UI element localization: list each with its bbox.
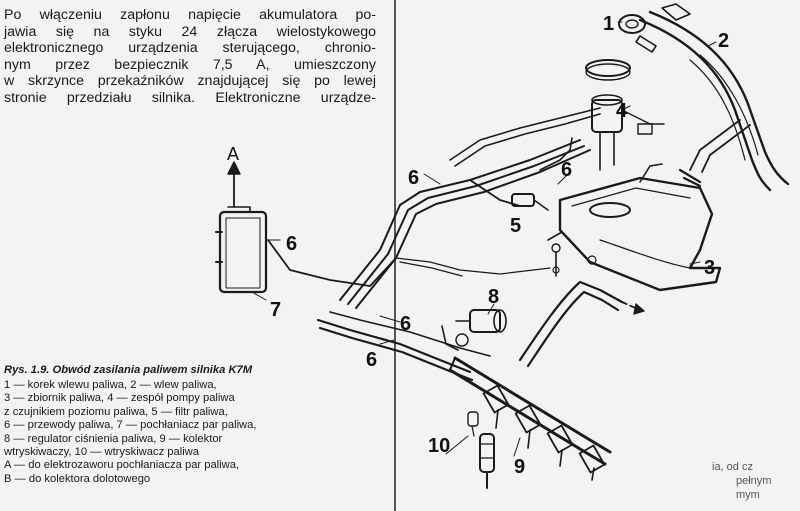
injector-rail-drawing [448,356,612,481]
pressure-regulator-drawing [441,309,507,351]
filler-neck-drawing [638,3,790,192]
intro-line: nym przez bezpiecznik 7,5 A, umieszczony [4,56,376,73]
callout-4: 4 [616,100,628,122]
intro-line: stronie przedziału silnika. Elektroniczn… [4,89,376,106]
fuel-cap-drawing [618,14,657,53]
callout-6-pump-line: 6 [561,159,572,181]
injector-drawing [467,411,495,489]
callout-6-rail-line-lower: 6 [366,349,377,371]
bleed-through-text: pełnym [736,475,771,487]
caption-line: z czujnikiem poziomu paliwa, 5 — filtr p… [4,405,228,418]
callout-6-rail-line-upper: 6 [400,313,411,335]
bleed-through-text: mym [736,489,760,501]
fuel-tank-drawing [547,163,722,292]
caption-line: 8 — regulator ciśnienia paliwa, 9 — kole… [4,432,223,445]
callout-7: 7 [270,299,281,321]
callout-6-main-line: 6 [408,167,419,189]
vapour-line-drawing [518,280,645,368]
caption-line: 3 — zbiornik paliwa, 4 — zespół pompy pa… [4,392,235,405]
intro-line: Po włączeniu zapłonu napięcie akumulator… [4,7,376,23]
callout-1: 1 [603,13,614,35]
caption-title: Rys. 1.9. Obwód zasilania paliwem silnik… [4,364,253,376]
vapour-canister-drawing [215,161,268,294]
fuel-pump-drawing [585,59,665,171]
column-divider [394,0,396,511]
callout-5: 5 [510,215,521,237]
caption-line: B — do kolektora dolotowego [4,472,151,485]
callout-A: A [227,144,239,164]
callout-3: 3 [704,257,715,279]
caption-line: 6 — przewody paliwa, 7 — pochłaniacz par… [4,419,257,432]
callout-10: 10 [428,435,450,457]
callout-2: 2 [718,30,729,52]
callout-8: 8 [488,286,499,308]
callout-9: 9 [514,456,525,478]
canister-line-drawing [267,239,397,287]
fuel-filter-drawing [511,193,549,211]
caption-line: A — do elektrozaworu pochłaniacza par pa… [4,459,240,472]
intro-line: w skrzynce przekaźników znajdującej się … [4,73,376,90]
caption-line: wtryskiwaczy, 10 — wtryskiwacz paliwa [4,446,199,459]
intro-line: jawia się na styku 24 złącza wielostykow… [4,23,376,40]
intro-line: elektronicznego urządzenia sterującego, … [4,40,376,57]
figure-caption: Rys. 1.9. Obwód zasilania paliwem silnik… [4,363,384,486]
leader-lines [251,21,717,457]
callout-6-canister-line: 6 [286,233,297,255]
bleed-through-text: ia, od cz [712,461,753,473]
caption-line: 1 — korek wlewu paliwa, 2 — wlew paliwa, [4,379,217,391]
intro-paragraph: Po włączeniu zapłonu napięcie akumulator… [4,7,376,107]
